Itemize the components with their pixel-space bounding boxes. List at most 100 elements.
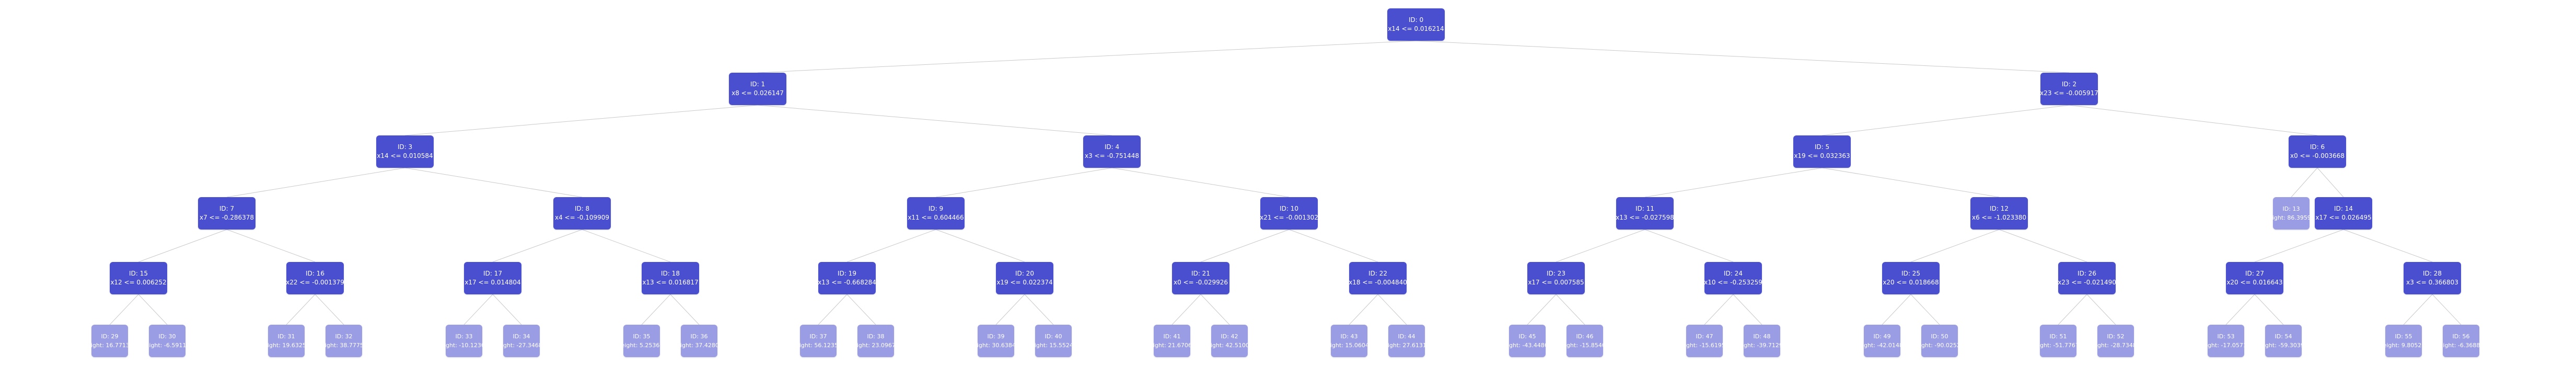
tree-edge [2403,294,2433,325]
leaf-node-54: ID: 54 weight: -59.303927 [2265,325,2302,357]
node-id-label: ID: 18 [661,270,680,277]
node-id-label: ID: 10 [1280,205,1298,212]
node-condition-label: x13 <= 0.016817 [642,279,699,286]
tree-edge [1910,294,1940,325]
tree-edge [2086,294,2116,325]
node-id-label: ID: 23 [1547,270,1565,277]
tree-edge [935,229,1025,262]
tree-edge [2225,294,2255,325]
node-weight-label: weight: 86.395952 [2273,214,2310,221]
node-condition-label: x17 <= 0.014804 [465,279,521,286]
node-id-label: ID: 1 [750,81,765,88]
leaf-node-37: ID: 37weight: 56.123507 [800,325,837,357]
leaf-node-29: ID: 29weight: 16.771323 [91,325,128,357]
node-condition-label: x18 <= -0.004840 [1349,279,1407,286]
node-weight-label: weight: -43.448095 [1509,342,1546,349]
node-weight-label: weight: 56.123507 [800,342,837,349]
node-condition-label: x19 <= 0.032363 [1794,152,1850,159]
tree-edge [138,294,168,325]
node-weight-label: weight: -15.854096 [1567,342,1603,349]
leaf-node-13: ID: 13weight: 86.395952 [2273,197,2310,230]
leaf-node-50: ID: 50weight: -90.025278 [1921,325,1958,357]
split-node-17: ID: 17 x17 <= 0.014804 [464,262,521,294]
node-condition-label: x0 <= -0.003668 [2290,152,2345,159]
node-id-label: ID: 9 [928,205,944,212]
node-weight-label: weight: -51.776796 [2040,342,2076,349]
tree-edge [757,40,1417,73]
node-condition-label: x20 <= 0.016643 [2226,279,2283,286]
leaf-node-35: ID: 35weight: 5.253633 [623,325,660,357]
node-weight-label: weight: -17.057192 [2208,342,2244,349]
leaf-node-45: ID: 45weight: -43.448095 [1509,325,1546,357]
node-id-label: ID: 32 [335,333,353,340]
node-weight-label: weight: -6.368892 [2443,342,2479,349]
node-id-label: ID: 47 [1696,333,1713,340]
tree-edge [2291,167,2318,198]
node-id-label: ID: 28 [2423,270,2442,277]
node-id-label: ID: 3 [397,143,413,151]
node-condition-label: x3 <= 0.366803 [2406,279,2458,286]
node-id-label: ID: 7 [219,205,235,212]
node-id-label: ID: 39 [987,333,1005,340]
split-node-28: ID: 28 x3 <= 0.366803 [2404,262,2461,294]
tree-edge [2069,105,2318,136]
node-id-label: ID: 17 [483,270,502,277]
node-condition-label: x7 <= -0.286378 [199,214,254,221]
tree-edge [935,167,1112,198]
node-weight-label: weight: 38.777593 [326,342,362,349]
node-id-label: ID: 54 [2275,333,2292,340]
tree-edge [463,294,493,325]
leaf-node-33: ID: 33weight: -10.123055 [446,325,482,357]
leaf-node-31: ID: 31weight: 19.632542 [268,325,305,357]
node-id-label: ID: 36 [690,333,708,340]
node-condition-label: x19 <= 0.022374 [996,279,1053,286]
node-id-label: ID: 42 [1221,333,1238,340]
node-id-label: ID: 8 [574,205,590,212]
leaf-node-51: ID: 51weight: -51.776796 [2040,325,2076,357]
node-condition-label: x3 <= -0.751448 [1084,152,1140,159]
tree-edge [2254,229,2344,262]
node-condition-label: x10 <= -0.253259 [1704,279,1762,286]
tree-edge [1415,40,2070,73]
tree-edge [226,167,405,198]
tree-edge [641,294,671,325]
leaf-node-43: ID: 43weight: 15.060497 [1331,325,1367,357]
node-condition-label: x12 <= 0.006252 [110,279,167,286]
tree-edge [2317,167,2344,198]
tree-edge [492,294,522,325]
tree-edge [1200,294,1230,325]
tree-edge [1999,229,2087,262]
node-weight-label: weight: 30.638452 [978,342,1014,349]
node-id-label: ID: 35 [633,333,651,340]
node-weight-label: weight: 15.552482 [1035,342,1072,349]
tree-edge [1821,167,2000,198]
node-id-label: ID: 4 [1104,143,1120,151]
tree-edge [1882,294,1911,325]
node-weight-label: weight: -39.712947 [1744,342,1780,349]
node-weight-label: weight: -59.303927 [2265,342,2302,349]
tree-edge [1171,294,1201,325]
node-weight-label: weight: -42.014883 [1864,342,1900,349]
node-weight-label: weight: -10.123055 [446,342,482,349]
tree-edge [404,167,583,198]
node-id-label: ID: 20 [1015,270,1034,277]
tree-edge [1704,294,1734,325]
leaf-node-55: ID: 55weight: 9.805245 [2385,325,2422,357]
split-node-7: ID: 7 x7 <= -0.286378 [198,197,256,230]
node-id-label: ID: 49 [1873,333,1891,340]
node-condition-label: x13 <= -0.027598 [1616,214,1674,221]
node-weight-label: weight: -27.346806 [503,342,540,349]
tree-edge [404,105,758,136]
